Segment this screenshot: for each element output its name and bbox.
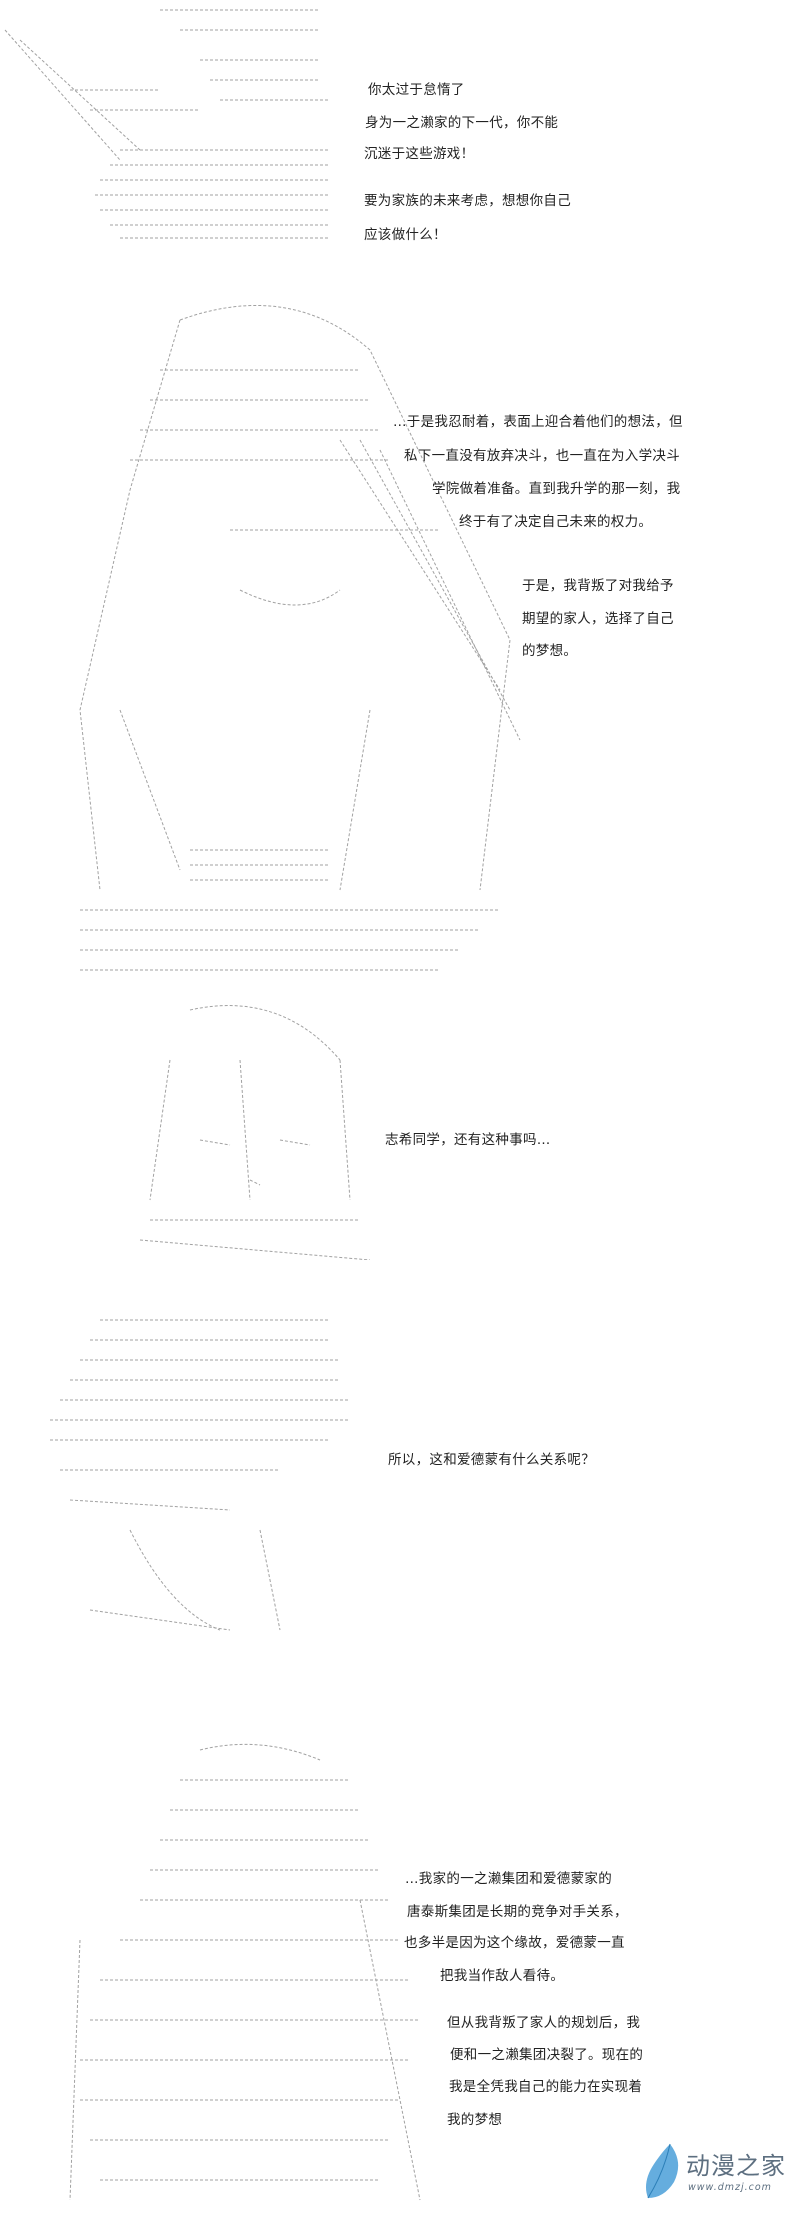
panel-7-line-3: 我是全凭我自己的能力在实现着	[449, 2079, 643, 2095]
panel-3-line-3: 的梦想。	[522, 643, 578, 659]
watermark-name: 动漫之家	[686, 2152, 786, 2180]
ascii-art-illustration-4	[30, 1310, 360, 1650]
panel-4-line-1: 志希同学，还有这种事吗…	[385, 1132, 551, 1148]
panel-7-line-2: 便和一之濑集团决裂了。现在的	[450, 2047, 644, 2063]
feather-logo-icon	[646, 2143, 679, 2199]
panel-1-line-4: 要为家族的未来考虑，想想你自己	[364, 193, 571, 209]
panel-7-line-1: 但从我背叛了家人的规划后，我	[447, 2015, 641, 2031]
panel-3-line-1: 于是，我背叛了对我给予	[522, 578, 674, 594]
panel-5-line-1: 所以，这和爱德蒙有什么关系呢？	[388, 1452, 595, 1468]
ascii-art-illustration-3	[130, 1000, 371, 1261]
panel-1-line-2: 身为一之濑家的下一代，你不能	[365, 115, 559, 131]
panel-3-line-2: 期望的家人，选择了自己	[522, 611, 674, 627]
panel-6-line-4: 把我当作敌人看待。	[440, 1968, 565, 1984]
panel-2-line-3: 学院做着准备。直到我升学的那一刻，我	[432, 481, 681, 497]
panel-6-line-2: 唐泰斯集团是长期的竞争对手关系，	[407, 1904, 628, 1920]
panel-2-line-1: …于是我忍耐着，表面上迎合着他们的想法，但	[393, 414, 683, 430]
ascii-art-illustration-5	[60, 1740, 430, 2211]
site-watermark: 动漫之家 www.dmzj.com	[640, 2142, 800, 2204]
panel-2-line-2: 私下一直没有放弃决斗，也一直在为入学决斗	[404, 448, 680, 464]
panel-1-line-1: 你太过于怠惰了	[368, 82, 465, 98]
panel-6-line-1: …我家的一之濑集团和爱德蒙家的	[405, 1871, 612, 1887]
ascii-art-illustration-2	[40, 290, 530, 980]
panel-6-line-3: 也多半是因为这个缘故，爱德蒙一直	[404, 1935, 625, 1951]
panel-1-line-3: 沉迷于这些游戏！	[364, 146, 475, 162]
ascii-art-illustration-1	[0, 0, 340, 245]
panel-7-line-4: 我的梦想	[447, 2112, 503, 2128]
watermark-url: www.dmzj.com	[688, 2182, 772, 2193]
panel-2-line-4: 终于有了决定自己未来的权力。	[459, 514, 653, 530]
panel-1-line-5: 应该做什么！	[364, 227, 447, 243]
